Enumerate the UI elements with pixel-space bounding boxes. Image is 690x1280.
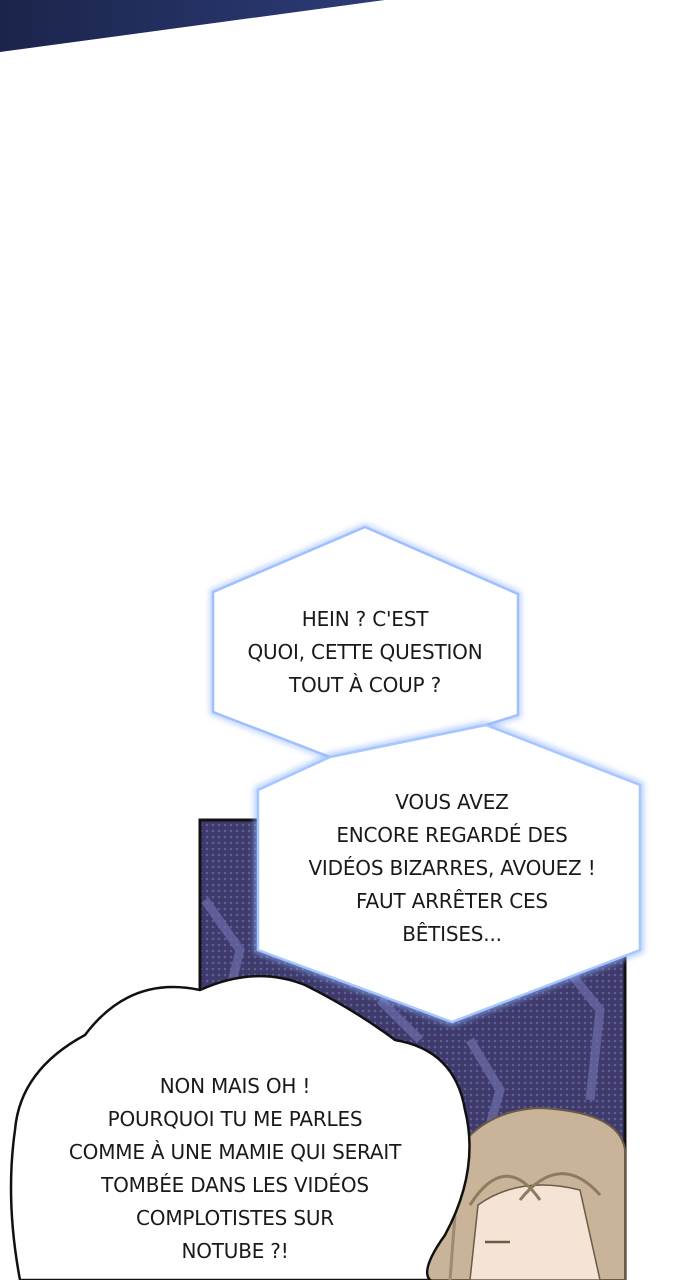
thought-bubble-1-shape xyxy=(209,523,522,761)
thought-bubble-1-text: HEIN ? C'EST QUOI, CETTE QUESTION TOUT À… xyxy=(247,607,483,697)
character-head xyxy=(418,1106,626,1280)
speech-bubble-shape xyxy=(9,974,471,1280)
speech-bubble-text: NON MAIS OH ! POURQUOI TU ME PARLES COMM… xyxy=(68,1074,402,1263)
thought-bubble-2-shape xyxy=(254,720,644,1027)
top-dark-band xyxy=(0,0,385,52)
thought-bubble-2-text: VOUS AVEZ ENCORE REGARDÉ DES VIDÉOS BIZA… xyxy=(308,790,596,946)
